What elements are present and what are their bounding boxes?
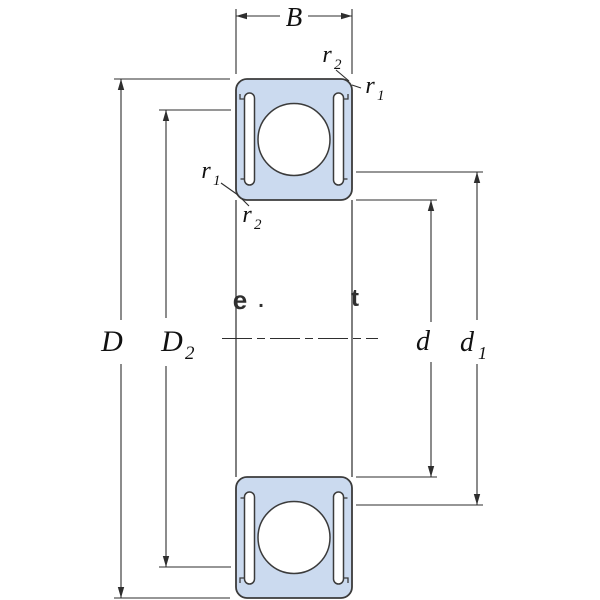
shield-left-bottom — [243, 491, 256, 585]
label-r2-main: r — [242, 202, 252, 228]
arrowhead-icon — [162, 556, 170, 567]
arrowhead-icon — [236, 12, 247, 20]
label-r2-sub: 2 — [334, 57, 342, 73]
label-r2-sub: 2 — [254, 217, 262, 233]
callout-r1-left: r 1 — [201, 158, 239, 196]
leader-line — [220, 182, 239, 196]
label-r1-main: r — [365, 73, 375, 99]
label-D2-main: D — [160, 325, 183, 358]
callout-r2-left: r 2 — [241, 198, 262, 233]
label-r1-sub: 1 — [213, 173, 221, 189]
dimension-D: D — [100, 78, 230, 599]
watermark-fragment: t — [351, 285, 359, 312]
shield-left-top — [243, 92, 256, 186]
dimension-D2: D 2 — [159, 109, 231, 568]
watermark-fragment: e — [233, 285, 247, 315]
bearing-top-section — [235, 78, 353, 201]
ball-bottom — [257, 500, 331, 575]
arrowhead-icon — [473, 172, 481, 183]
dimension-d1: d 1 — [356, 171, 487, 506]
arrowhead-icon — [341, 12, 352, 20]
arrowhead-icon — [117, 587, 125, 598]
label-d1-sub: 1 — [478, 343, 487, 363]
shield-anchor-groove-icon — [343, 577, 349, 583]
leader-line — [335, 69, 350, 82]
arrowhead-icon — [427, 466, 435, 477]
watermark-fragment: . — [258, 290, 264, 312]
shield-anchor-groove-icon — [239, 577, 245, 583]
shield-right-bottom — [332, 491, 345, 585]
bearing-bottom-section — [235, 476, 353, 599]
arrowhead-icon — [162, 110, 170, 121]
shield-anchor-groove-icon — [239, 94, 245, 100]
dimension-d: d — [356, 199, 437, 478]
label-B: B — [286, 2, 303, 32]
arrowhead-icon — [473, 494, 481, 505]
arrowhead-icon — [427, 200, 435, 211]
label-d: d — [416, 326, 431, 357]
dimension-B: B — [235, 2, 353, 74]
label-r1-main: r — [201, 158, 211, 184]
label-D: D — [100, 325, 123, 358]
label-d1-main: d — [460, 327, 475, 358]
shield-right-top — [332, 92, 345, 186]
callout-r2-top: r 2 — [322, 42, 350, 82]
label-r1-sub: 1 — [377, 88, 385, 104]
ball-top — [257, 102, 331, 177]
leader-line — [351, 84, 362, 89]
leader-line — [241, 198, 250, 207]
callout-r1-top: r 1 — [351, 73, 385, 104]
shield-anchor-groove-icon — [343, 94, 349, 100]
label-r2-main: r — [322, 42, 332, 68]
watermark-fragments: e . t — [233, 285, 359, 315]
label-D2-sub: 2 — [185, 343, 195, 364]
arrowhead-icon — [117, 79, 125, 90]
